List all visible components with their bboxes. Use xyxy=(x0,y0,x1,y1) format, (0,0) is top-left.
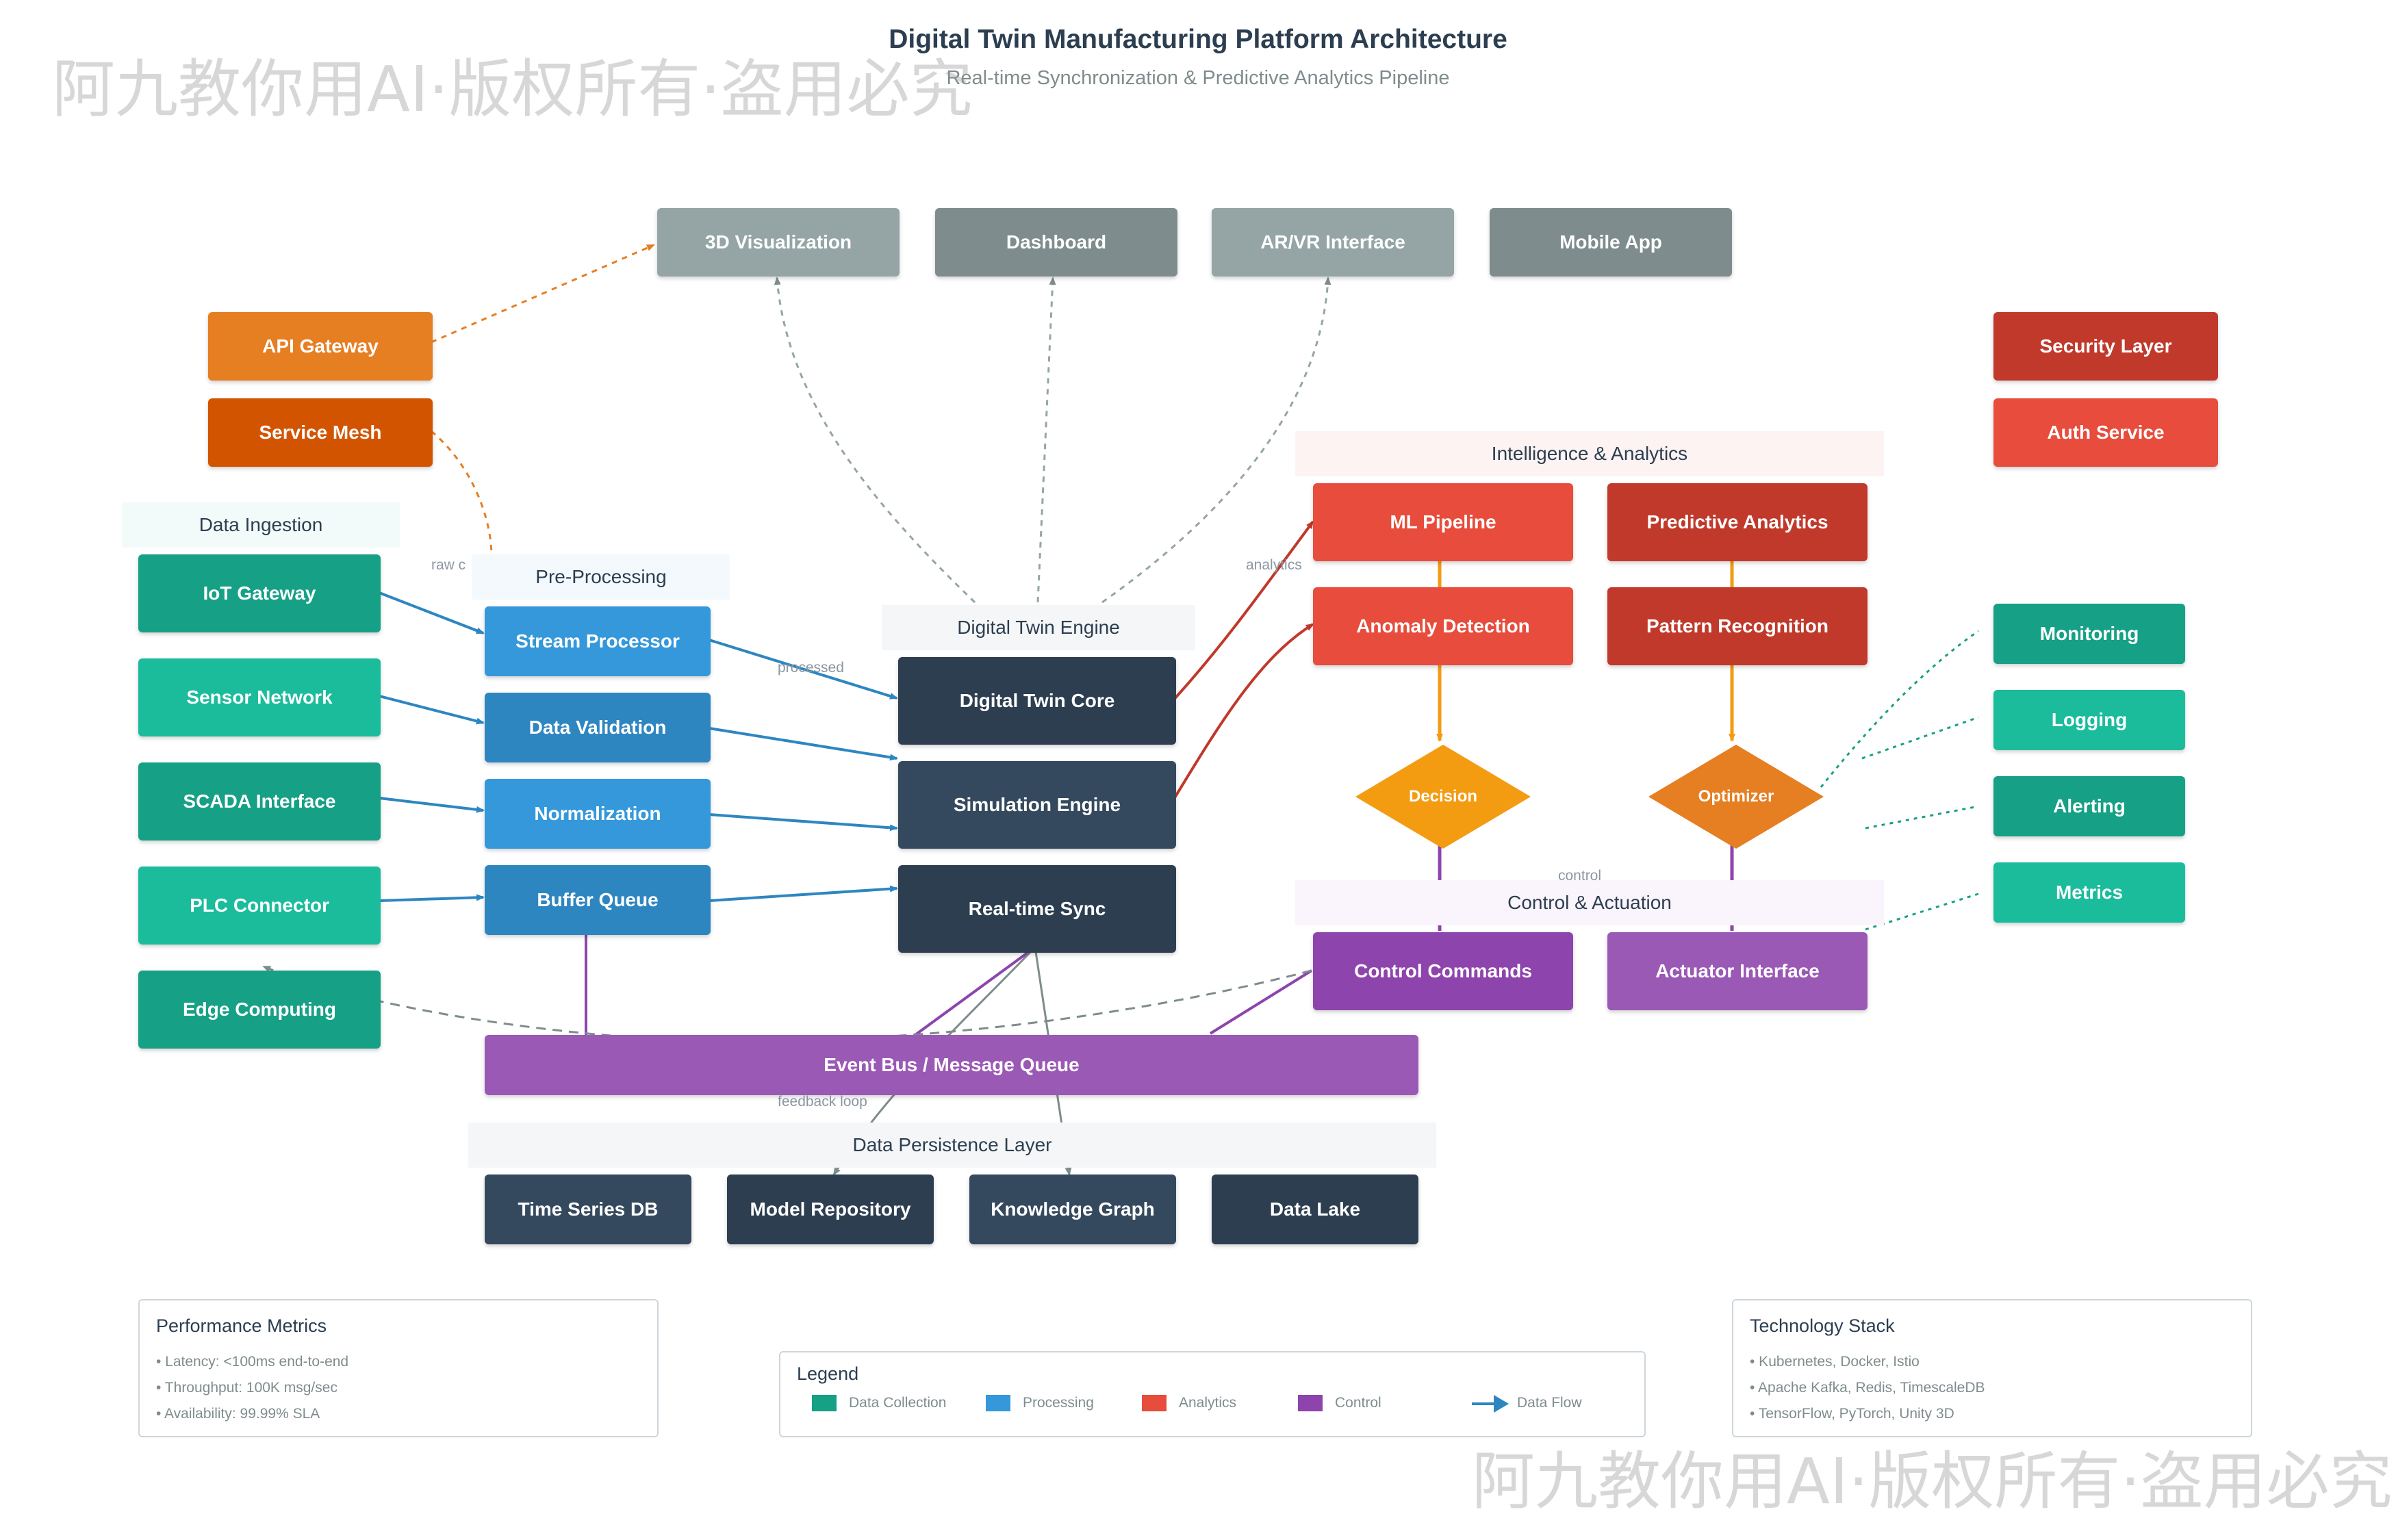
legend-swatch-analytics xyxy=(1142,1395,1167,1411)
node-arvr-interface[interactable]: AR/VR Interface xyxy=(1212,208,1454,277)
node-realtime-sync[interactable]: Real-time Sync xyxy=(898,865,1176,953)
edge-label-feedback: feedback loop xyxy=(778,1094,867,1109)
tech-item: • Kubernetes, Docker, Istio xyxy=(1750,1354,1920,1370)
performance-title: Performance Metrics xyxy=(156,1316,327,1336)
edge-scada-normalization xyxy=(379,797,485,813)
watermark-bottom: 阿九教你用AI·版权所有·盗用必究 xyxy=(1472,1445,2393,1518)
edge-validation-simulation xyxy=(709,727,898,761)
edge-label-raw: raw c xyxy=(431,557,466,573)
group-pre-processing: Pre-Processing xyxy=(472,554,730,600)
group-data-persistence: Data Persistence Layer xyxy=(468,1122,1436,1168)
node-3d-visualization[interactable]: 3D Visualization xyxy=(657,208,900,277)
node-iot-gateway[interactable]: IoT Gateway xyxy=(138,554,381,632)
edge-optimizer-alerting xyxy=(1865,805,1979,830)
tech-panel xyxy=(1732,1299,2252,1437)
edge-commands-bus xyxy=(1209,969,1313,1035)
edge-buffer-sync xyxy=(709,885,898,902)
node-monitoring[interactable]: Monitoring xyxy=(1993,604,2185,664)
node-plc-connector[interactable]: PLC Connector xyxy=(138,867,381,945)
performance-panel xyxy=(138,1299,659,1437)
page-title: Digital Twin Manufacturing Platform Arch… xyxy=(889,25,1507,54)
edge-sensor-validation xyxy=(379,695,485,725)
edge-engine-arvr xyxy=(1101,277,1331,604)
decision-label: Decision xyxy=(1408,787,1478,806)
edge-sync-bus xyxy=(906,946,1036,1042)
legend-swatch-control xyxy=(1298,1395,1323,1411)
edge-engine-dashboard xyxy=(1036,277,1056,603)
edge-core-ml xyxy=(1171,520,1314,703)
legend-label: Data Collection xyxy=(849,1395,947,1411)
tech-item: • Apache Kafka, Redis, TimescaleDB xyxy=(1750,1380,1985,1396)
node-stream-processor[interactable]: Stream Processor xyxy=(485,606,711,676)
legend-flow-label: Data Flow xyxy=(1517,1395,1582,1411)
performance-item: • Throughput: 100K msg/sec xyxy=(156,1380,337,1396)
node-actuator-interface[interactable]: Actuator Interface xyxy=(1607,932,1868,1010)
edge-normalization-simulation xyxy=(709,813,898,832)
group-intelligence-analytics: Intelligence & Analytics xyxy=(1295,431,1884,476)
node-logging[interactable]: Logging xyxy=(1993,690,2185,750)
edge-iot-stream xyxy=(379,591,485,634)
node-buffer-queue[interactable]: Buffer Queue xyxy=(485,865,711,935)
node-sensor-network[interactable]: Sensor Network xyxy=(138,658,381,736)
edge-mesh-preprocessing xyxy=(431,430,496,563)
node-data-lake[interactable]: Data Lake xyxy=(1212,1175,1418,1244)
legend-title: Legend xyxy=(797,1363,859,1384)
node-security-layer[interactable]: Security Layer xyxy=(1993,312,2218,381)
legend-swatch-processing xyxy=(986,1395,1010,1411)
edge-actuator-metrics xyxy=(1865,893,1979,931)
decision-diamond[interactable] xyxy=(1354,743,1532,850)
edge-simulation-anomaly xyxy=(1171,623,1314,804)
node-mobile-app[interactable]: Mobile App xyxy=(1490,208,1732,277)
node-digital-twin-core[interactable]: Digital Twin Core xyxy=(898,657,1176,745)
node-metrics[interactable]: Metrics xyxy=(1993,862,2185,923)
node-api-gateway[interactable]: API Gateway xyxy=(208,312,433,381)
legend-flow-arrow-icon xyxy=(1472,1395,1509,1413)
tech-title: Technology Stack xyxy=(1750,1316,1895,1336)
edge-optimizer-monitoring xyxy=(1820,630,1979,788)
node-pattern-recognition[interactable]: Pattern Recognition xyxy=(1607,587,1868,665)
edge-label-control: control xyxy=(1558,868,1602,884)
optimizer-diamond[interactable] xyxy=(1647,743,1825,850)
legend-label: Control xyxy=(1335,1395,1381,1411)
node-service-mesh[interactable]: Service Mesh xyxy=(208,398,433,467)
node-normalization[interactable]: Normalization xyxy=(485,779,711,849)
node-time-series-db[interactable]: Time Series DB xyxy=(485,1175,691,1244)
edge-stream-core xyxy=(709,639,898,700)
legend-label: Analytics xyxy=(1179,1395,1237,1411)
node-predictive-analytics[interactable]: Predictive Analytics xyxy=(1607,483,1868,561)
node-dashboard[interactable]: Dashboard xyxy=(935,208,1177,277)
node-event-bus[interactable]: Event Bus / Message Queue xyxy=(485,1035,1418,1095)
edge-feedback-loop xyxy=(262,965,1312,1042)
edge-engine-3d xyxy=(774,277,976,604)
node-alerting[interactable]: Alerting xyxy=(1993,776,2185,836)
tech-item: • TensorFlow, PyTorch, Unity 3D xyxy=(1750,1406,1954,1422)
legend-panel xyxy=(779,1351,1646,1437)
node-edge-computing[interactable]: Edge Computing xyxy=(138,971,381,1049)
node-simulation-engine[interactable]: Simulation Engine xyxy=(898,761,1176,849)
edge-label-analytics: analytics xyxy=(1246,557,1302,573)
optimizer-label: Optimizer xyxy=(1698,787,1774,806)
watermark-top: 阿九教你用AI·版权所有·盗用必究 xyxy=(52,53,973,126)
group-data-ingestion: Data Ingestion xyxy=(122,502,400,548)
node-control-commands[interactable]: Control Commands xyxy=(1313,932,1573,1010)
node-auth-service[interactable]: Auth Service xyxy=(1993,398,2218,467)
node-ml-pipeline[interactable]: ML Pipeline xyxy=(1313,483,1573,561)
node-scada-interface[interactable]: SCADA Interface xyxy=(138,762,381,840)
edge-plc-buffer xyxy=(379,894,485,902)
node-knowledge-graph[interactable]: Knowledge Graph xyxy=(969,1175,1176,1244)
edge-optimizer-logging xyxy=(1861,716,1979,760)
node-model-repository[interactable]: Model Repository xyxy=(727,1175,934,1244)
group-digital-twin-engine: Digital Twin Engine xyxy=(882,605,1195,650)
node-data-validation[interactable]: Data Validation xyxy=(485,693,711,762)
edge-label-processed: processed xyxy=(778,660,844,676)
legend-swatch-collection xyxy=(812,1395,837,1411)
page-subtitle: Real-time Synchronization & Predictive A… xyxy=(946,67,1450,89)
node-anomaly-detection[interactable]: Anomaly Detection xyxy=(1313,587,1573,665)
performance-item: • Latency: <100ms end-to-end xyxy=(156,1354,349,1370)
group-control-actuation: Control & Actuation xyxy=(1295,880,1884,925)
performance-item: • Availability: 99.99% SLA xyxy=(156,1406,320,1422)
edge-api-3d xyxy=(431,244,655,344)
legend-label: Processing xyxy=(1023,1395,1094,1411)
